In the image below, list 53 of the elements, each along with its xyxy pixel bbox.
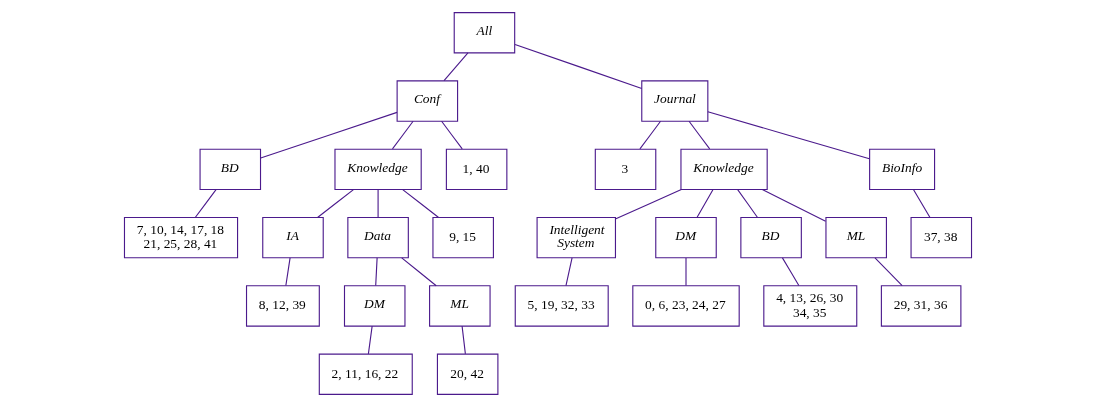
node-box: Knowledge (334, 148, 422, 191)
connector (194, 189, 217, 218)
node-box: 5, 19, 32, 33 (514, 285, 609, 327)
connector (401, 257, 437, 287)
connector (707, 111, 870, 160)
node-box: 4, 13, 26, 30 34, 35 (763, 285, 858, 327)
connector (461, 325, 466, 355)
node-box: 37, 38 (910, 216, 973, 259)
connector (402, 189, 440, 218)
connector (377, 189, 379, 218)
connector (260, 111, 398, 159)
node-box: 0, 6, 23, 24, 27 (632, 285, 740, 327)
connector (912, 189, 931, 218)
connector (737, 189, 758, 218)
node-box: 7, 10, 14, 17, 18 21, 25, 28, 41 (123, 216, 239, 259)
node-box: 1, 40 (445, 148, 508, 191)
node-box: 20, 42 (436, 353, 499, 395)
connector (696, 189, 714, 218)
connector (688, 120, 711, 150)
node-box: Intelligent System (536, 216, 616, 259)
connector (781, 257, 800, 287)
connector (391, 120, 414, 150)
node-box: Knowledge (680, 148, 768, 191)
node-box: 3 (594, 148, 657, 191)
node-box: All (453, 12, 516, 54)
connector (375, 257, 378, 287)
node-box: BioInfo (869, 148, 936, 191)
node-box: 29, 31, 36 (880, 285, 962, 327)
node-box: ML (429, 285, 491, 327)
node-box: 9, 15 (432, 216, 494, 259)
node-box: ML (825, 216, 887, 259)
connector (367, 325, 373, 355)
node-box: IA (262, 216, 324, 259)
connector (441, 120, 463, 150)
node-box: BD (199, 148, 262, 191)
node-box: 2, 11, 16, 22 (318, 353, 413, 395)
connector (615, 189, 682, 220)
connector (874, 257, 903, 287)
connector (761, 189, 827, 222)
connector (685, 257, 687, 287)
node-box: Journal (641, 80, 709, 122)
node-box: BD (740, 216, 802, 259)
node-box: Data (347, 216, 409, 259)
node-box: DM (655, 216, 717, 259)
connector (565, 257, 573, 287)
node-box: DM (343, 285, 406, 327)
connector (285, 257, 291, 287)
connector (514, 43, 643, 89)
node-box: 8, 12, 39 (245, 285, 320, 327)
connector (317, 189, 355, 218)
connector (639, 120, 662, 150)
connector (443, 52, 469, 82)
node-box: Conf (396, 80, 459, 122)
